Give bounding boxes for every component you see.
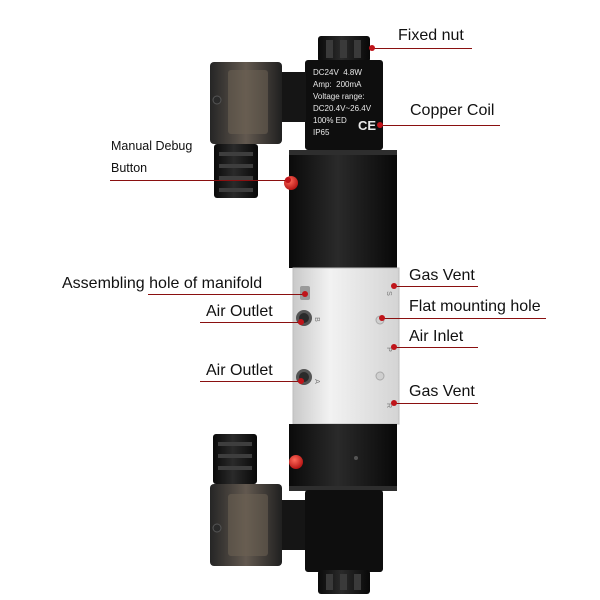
- marker-gas-vent-bottom: [391, 400, 397, 406]
- coil-spec-line5: 100% ED: [313, 116, 347, 125]
- leader-air-outlet-b: [200, 322, 300, 323]
- port-letter-s: S: [384, 291, 392, 296]
- leader-copper-coil: [380, 125, 500, 126]
- label-fixed-nut: Fixed nut: [398, 27, 464, 44]
- leader-assembling-hole: [148, 294, 304, 295]
- port-letter-b: B: [312, 317, 320, 322]
- marker-copper-coil: [377, 122, 383, 128]
- marker-gas-vent-top: [391, 283, 397, 289]
- label-gas-vent-bottom: Gas Vent: [409, 383, 475, 400]
- label-gas-vent-top: Gas Vent: [409, 267, 475, 284]
- fixed-nut-top: [318, 36, 370, 62]
- marker-air-outlet-b: [298, 319, 304, 325]
- copper-coil-top: [305, 60, 383, 150]
- label-air-outlet-a: Air Outlet: [206, 362, 273, 379]
- marker-air-inlet: [391, 344, 397, 350]
- leader-air-inlet: [394, 347, 478, 348]
- coil-spec-line1: DC24V 4.8W: [313, 68, 362, 77]
- leader-gas-vent-top: [394, 286, 478, 287]
- pilot-body-bottom: [289, 424, 397, 490]
- label-manual-debug-line2: Button: [111, 161, 148, 175]
- label-air-outlet-b: Air Outlet: [206, 303, 273, 320]
- coil-spec-line6: IP65: [313, 128, 330, 137]
- aluminium-valve-body: [292, 267, 400, 425]
- port-letter-a: A: [312, 379, 320, 384]
- connector-bottom: [210, 434, 306, 566]
- coil-spec-line4: DC20.4V~26.4V: [313, 104, 372, 113]
- label-air-inlet: Air Inlet: [409, 328, 464, 345]
- marker-fixed-nut: [369, 45, 375, 51]
- marker-flat-mounting-hole: [379, 315, 385, 321]
- marker-air-outlet-a: [298, 378, 304, 384]
- label-flat-mounting-hole: Flat mounting hole: [409, 298, 541, 315]
- label-manual-debug-line1: Manual Debug: [111, 139, 193, 153]
- leader-air-outlet-a: [200, 381, 300, 382]
- fixed-nut-bottom: [318, 570, 370, 594]
- label-copper-coil: Copper Coil: [410, 102, 495, 119]
- marker-assembling-hole: [302, 291, 308, 297]
- leader-flat-mounting-hole: [382, 318, 546, 319]
- coil-spec-line3: Voltage range:: [313, 92, 365, 101]
- marker-manual-debug: [285, 177, 291, 183]
- leader-gas-vent-bottom: [394, 403, 478, 404]
- label-assembling-hole: Assembling hole of manifold: [62, 275, 263, 292]
- copper-coil-bottom: [305, 490, 383, 572]
- coil-spec-line2: Amp: 200mA: [313, 80, 362, 89]
- pilot-body-top: [289, 150, 397, 268]
- manual-debug-button-bottom: [289, 455, 303, 469]
- ce-mark: CE: [358, 118, 377, 133]
- leader-manual-debug: [110, 180, 286, 181]
- connector-top: [210, 62, 306, 198]
- leader-fixed-nut: [372, 48, 472, 49]
